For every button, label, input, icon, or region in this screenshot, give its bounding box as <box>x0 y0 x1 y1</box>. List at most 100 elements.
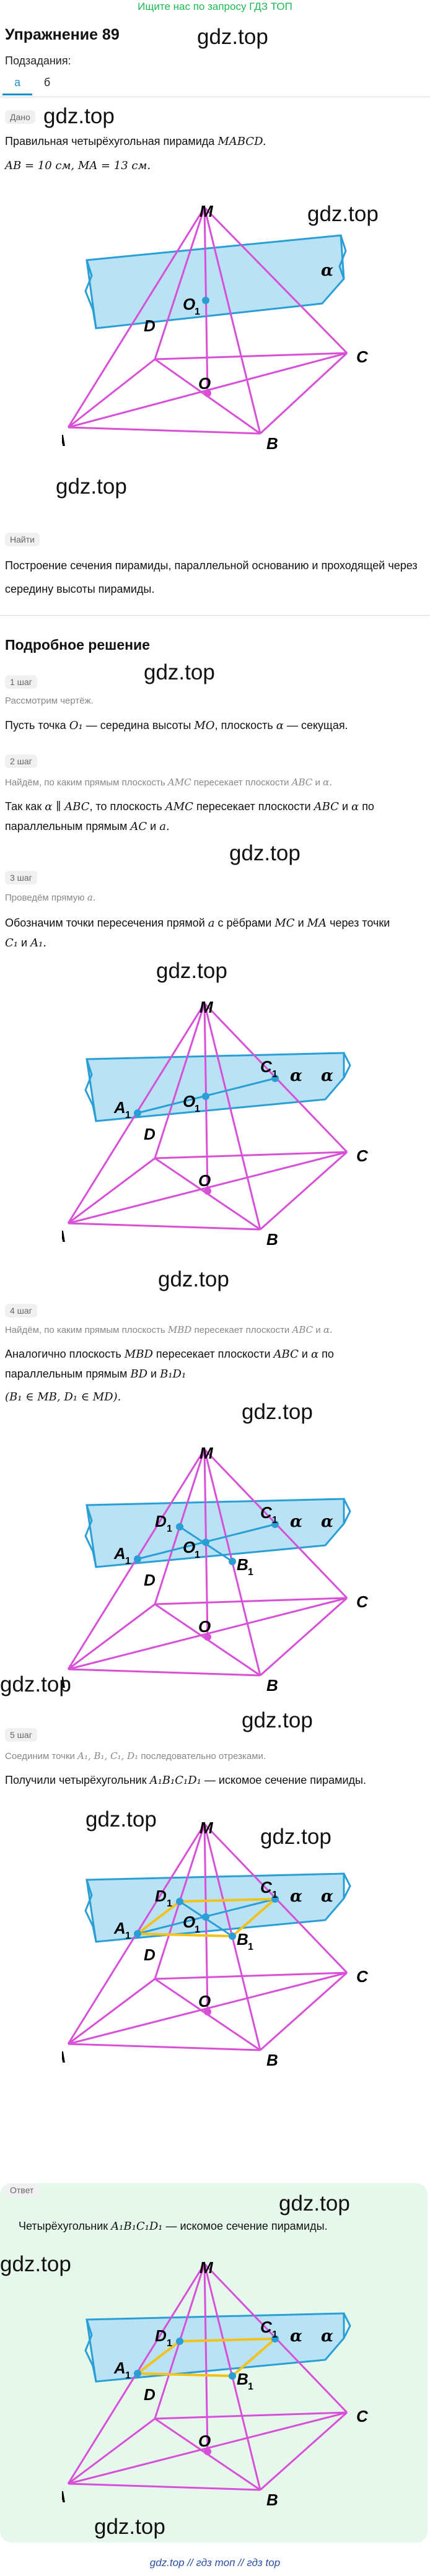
label-o1: O <box>183 1538 195 1557</box>
label-line-a: α <box>290 1887 302 1906</box>
step1-text: Пусть точка O₁ — середина высоты MO, пло… <box>5 715 421 736</box>
point-o1 <box>202 1093 209 1100</box>
tab-a[interactable]: а <box>2 69 32 95</box>
step4-line2: параллельным прямым BD и B₁D₁ <box>5 1364 421 1384</box>
step5-muted-math-a: A₁, B₁, C₁, D₁ <box>77 1750 139 1762</box>
step4-tag: 4 шаг <box>5 1304 37 1317</box>
find-tag: Найти <box>5 533 40 546</box>
step3-line2: C₁ и A₁. <box>5 933 421 953</box>
top-banner[interactable]: Ищите нас по запросу ГДЗ ТОП <box>138 1 292 12</box>
step4-muted-b: пересекает плоскости <box>194 1325 290 1335</box>
label-a: A <box>62 1227 66 1246</box>
point-a1 <box>134 1930 141 1937</box>
step2-line1-math-c: ABC <box>314 800 339 813</box>
label-b: B <box>266 2051 278 2069</box>
step4-muted-a: Найдём, по каким прямым плоскость <box>5 1325 165 1335</box>
step5-line1: Получили четырёхугольник A₁B₁C₁D₁ — иско… <box>5 1770 421 1791</box>
label-line-a: α <box>290 2327 302 2346</box>
label-d: D <box>144 1571 156 1589</box>
label-a1-sub: 1 <box>125 1931 131 1941</box>
label-c: C <box>356 347 369 366</box>
label-o: O <box>198 374 211 393</box>
step4-muted: Найдём, по каким прямым плоскость MBD пе… <box>5 1324 333 1335</box>
label-c: C <box>356 1967 369 1986</box>
step5-line1-math-a: A₁B₁C₁D₁ <box>149 1774 201 1787</box>
label-o1-sub: 1 <box>195 1104 200 1114</box>
point-b1 <box>229 2372 236 2380</box>
label-d1: D <box>155 1512 167 1530</box>
step2-line2-b: и <box>150 820 157 832</box>
label-o1-sub: 1 <box>195 1924 200 1935</box>
label-c1: C <box>260 2318 273 2336</box>
point-o <box>204 2008 211 2015</box>
watermark: gdz.top <box>156 959 227 983</box>
step4-line1-math-b: ABC <box>273 1348 299 1361</box>
step3-line2-math-a: C₁ <box>5 937 18 950</box>
step3-line2-math-b: A₁. <box>30 937 47 950</box>
label-b: B <box>266 2491 278 2509</box>
step1-math-a: O₁ <box>69 719 83 732</box>
watermark: gdz.top <box>242 1708 313 1732</box>
label-b1-sub: 1 <box>248 1567 253 1578</box>
answer-math-a: A₁B₁C₁D₁ <box>111 2220 163 2233</box>
point-c1 <box>271 1521 279 1528</box>
step3-line1-math-c: MA <box>307 917 327 930</box>
label-b1: B <box>237 1555 248 1574</box>
label-o1: O <box>183 1913 195 1931</box>
step1-text-b: — середина высоты <box>86 719 191 731</box>
footer-links[interactable]: gdz.top // гдз топ // гдз top <box>149 2557 281 2569</box>
step1-tag: 1 шаг <box>5 675 37 689</box>
label-alpha: α <box>321 1067 333 1085</box>
label-d1: D <box>155 1887 167 1905</box>
label-c1: C <box>260 1503 273 1522</box>
step2-tag: 2 шаг <box>5 754 37 768</box>
watermark: gdz.top <box>279 2191 350 2216</box>
label-d1-sub: 1 <box>167 1524 172 1534</box>
label-line-a: α <box>290 1067 302 1085</box>
watermark: gdz.top <box>86 1807 157 1832</box>
step5-muted-b: последовательно отрезками. <box>141 1751 266 1762</box>
point-o <box>204 2448 211 2455</box>
step5-tag: 5 шаг <box>5 1728 37 1742</box>
step4-muted-math-a: MBD <box>167 1324 192 1335</box>
step3-muted: Проведём прямую a. <box>5 892 95 903</box>
step3-muted-a: Проведём прямую <box>5 893 85 903</box>
label-b1-sub: 1 <box>248 1942 253 1952</box>
label-a1: A <box>113 2359 126 2377</box>
label-c1: C <box>260 1878 273 1897</box>
step3-line1-math-a: a <box>208 917 215 930</box>
watermark: gdz.top <box>158 1267 229 1291</box>
step5-line1-a: Получили четырёхугольник <box>5 1774 147 1786</box>
label-alpha: α <box>321 1887 333 1906</box>
tab-b[interactable]: б <box>43 76 51 89</box>
step2-line1-math-a: α ∥ ABC <box>45 800 90 813</box>
point-d1 <box>176 1523 183 1530</box>
label-a: A <box>62 431 66 450</box>
step2-line1-math-d: α <box>351 800 359 813</box>
label-b: B <box>266 1676 278 1695</box>
label-c: C <box>356 1592 369 1611</box>
step2-line1-e: по <box>362 800 374 813</box>
answer-tag: Ответ <box>5 2183 39 2197</box>
step2-muted: Найдём, по каким прямым плоскость AMC пе… <box>5 777 332 788</box>
divider <box>0 615 430 616</box>
label-o1: O <box>183 295 195 313</box>
subtasks-label: Подзадания: <box>5 55 71 67</box>
step2-line1-math-b: AMC <box>165 800 193 813</box>
step2-muted-b: пересекает плоскости <box>193 777 289 788</box>
given-values: AB = 10 см, MA = 13 см. <box>5 159 151 172</box>
label-alpha: α <box>321 1513 333 1531</box>
figure-1: M A B C D O O 1 α <box>62 202 369 453</box>
watermark: gdz.top <box>0 2252 71 2276</box>
step2-line1-d: и <box>341 800 348 813</box>
step2-muted-a: Найдём, по каким прямым плоскость <box>5 777 165 788</box>
watermark: gdz.top <box>94 2515 165 2539</box>
step3-line1-math-b: MC <box>274 917 295 930</box>
label-o: O <box>198 1617 211 1636</box>
step1-text-d: — секущая. <box>286 719 348 731</box>
step4-line2-b: и <box>151 1368 157 1380</box>
step2-line1-a: Так как <box>5 800 42 813</box>
watermark: gdz.top <box>307 202 379 226</box>
label-a1: A <box>113 1919 126 1937</box>
step3-line1-c: и <box>297 917 304 929</box>
